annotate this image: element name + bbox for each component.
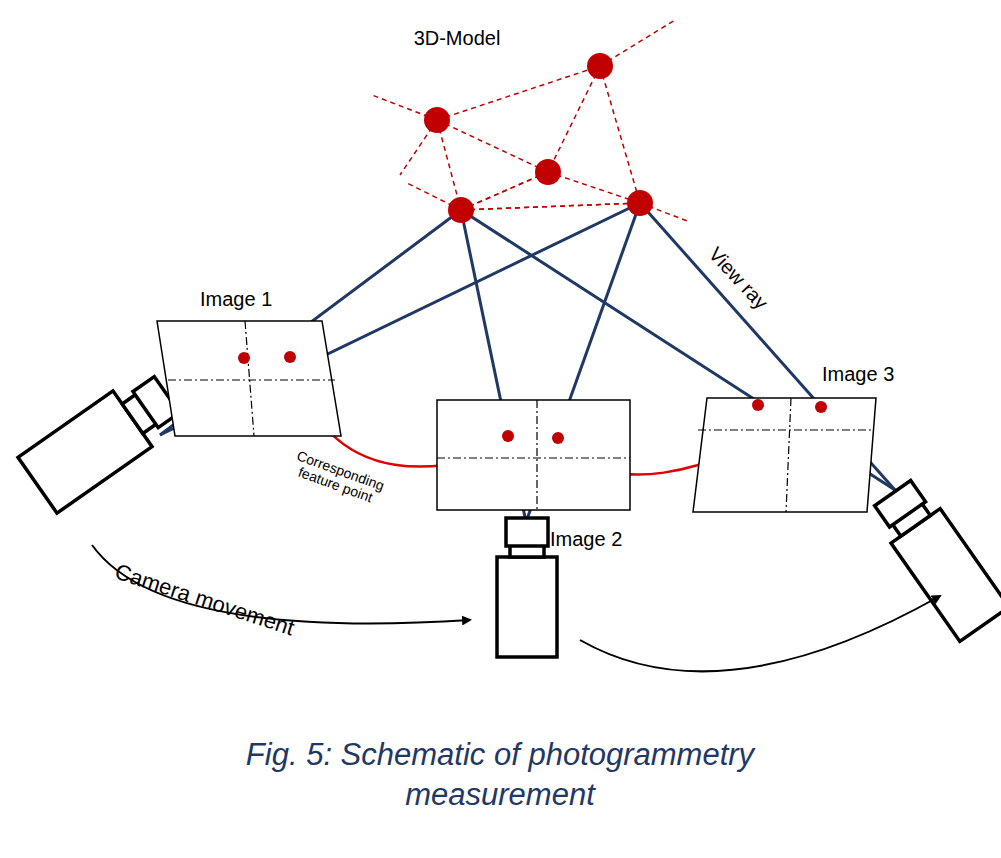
plane: [693, 398, 876, 512]
axis: [536, 400, 537, 510]
feature-point: [502, 430, 514, 442]
axis: [245, 321, 254, 436]
axis: [698, 429, 872, 430]
image-plane: Image 1: [150, 285, 350, 445]
feature-point: [238, 352, 250, 364]
feature-point: [552, 432, 564, 444]
image-plane: Image 3: [688, 360, 888, 518]
text-label: Corresponding feature point: [277, 444, 400, 513]
feature-point: [284, 351, 296, 363]
plane: [157, 321, 341, 436]
text-label: View ray: [704, 242, 773, 314]
text-label: Camera movement: [112, 559, 298, 642]
feature-point: [752, 399, 764, 411]
figure-caption: Fig. 5: Schematic of photogrammetry meas…: [230, 735, 770, 816]
text-label: 3D-Model: [414, 27, 501, 50]
image-label: Image 3: [822, 363, 894, 386]
image-label: Image 2: [550, 528, 622, 551]
axis: [437, 457, 630, 458]
plane: [437, 400, 630, 510]
image-label: Image 1: [200, 288, 272, 311]
image-plane: Image 2: [435, 398, 640, 556]
feature-point: [815, 401, 827, 413]
axis: [786, 398, 791, 512]
axis: [168, 379, 335, 380]
